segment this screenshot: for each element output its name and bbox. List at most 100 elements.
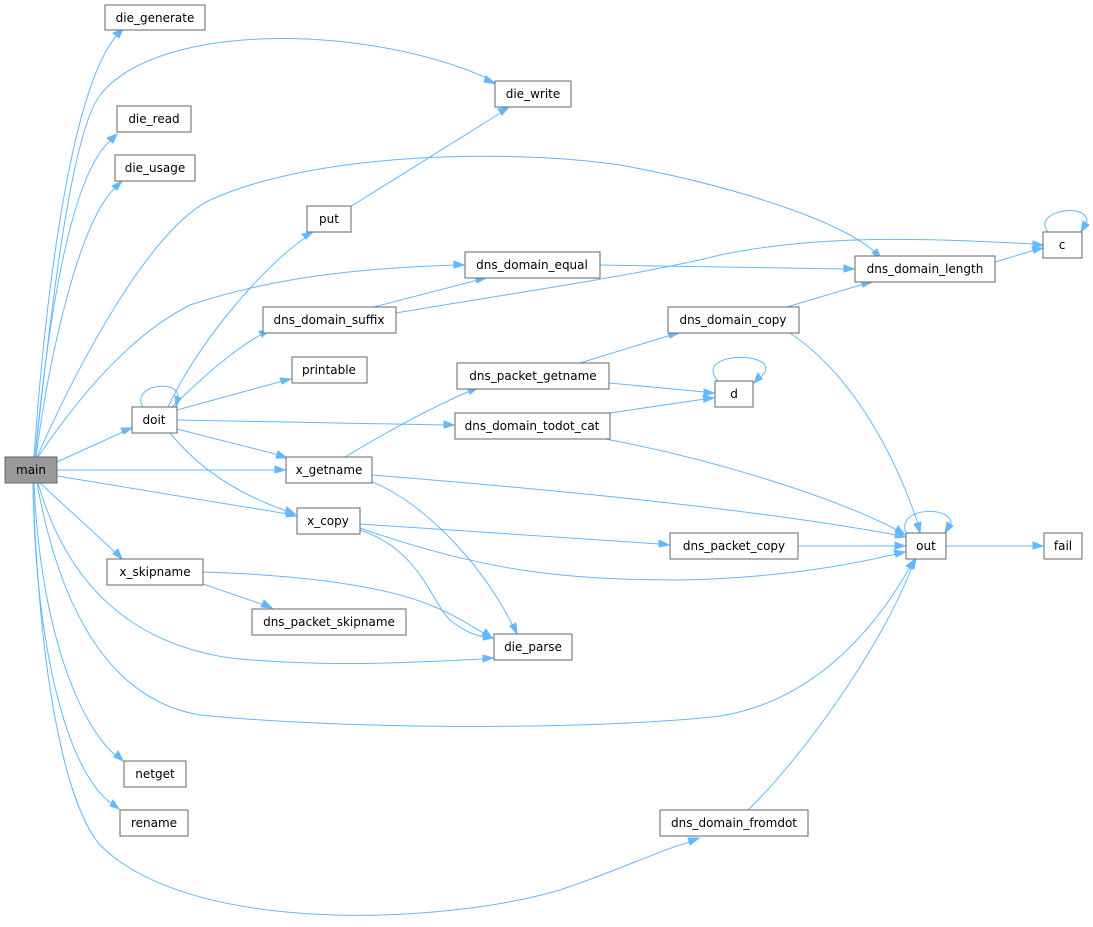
arrowhead	[497, 106, 511, 116]
edge-main-dns_domain_equal	[37, 264, 456, 458]
node-doit[interactable]: doit	[131, 406, 178, 434]
svg-text:dns_domain_copy: dns_domain_copy	[679, 313, 786, 327]
node-dns_domain_todot_cat[interactable]: dns_domain_todot_cat	[454, 412, 611, 440]
node-c[interactable]: c	[1042, 231, 1083, 259]
svg-text:doit: doit	[143, 413, 166, 427]
arrowhead	[1032, 240, 1045, 249]
edge-dns_domain_todot_cat-d	[609, 398, 706, 414]
edge-doit-x_getname	[176, 428, 280, 456]
node-die_usage[interactable]: die_usage	[114, 154, 196, 182]
arrowhead	[483, 75, 498, 85]
svg-text:printable: printable	[302, 363, 356, 377]
edge-main-doit	[56, 430, 126, 463]
svg-text:die_usage: die_usage	[125, 161, 186, 175]
node-x_getname[interactable]: x_getname	[285, 456, 373, 484]
arrowhead	[260, 599, 274, 609]
arrowhead	[894, 530, 907, 539]
arrowhead	[279, 377, 293, 385]
edges	[32, 28, 1090, 916]
edge-doit-dns_domain_suffix	[171, 333, 263, 408]
node-d[interactable]: d	[714, 380, 754, 408]
node-die_generate[interactable]: die_generate	[104, 4, 206, 31]
node-dns_domain_equal[interactable]: dns_domain_equal	[464, 251, 601, 279]
node-dns_domain_copy[interactable]: dns_domain_copy	[667, 306, 800, 334]
node-die_parse[interactable]: die_parse	[493, 633, 573, 661]
arrowhead	[274, 465, 287, 474]
arrowhead	[687, 837, 701, 846]
nodes: main die_generate die_write die_read die…	[4, 4, 1083, 837]
arrowhead	[284, 506, 297, 515]
node-dns_domain_fromdot[interactable]: dns_domain_fromdot	[659, 809, 809, 837]
edge-dns_domain_copy-out	[789, 332, 919, 525]
edge-x_copy-out	[359, 527, 897, 581]
node-fail[interactable]: fail	[1043, 532, 1083, 560]
node-netget[interactable]: netget	[123, 760, 187, 788]
arrowhead	[1031, 246, 1045, 254]
edge-dns_domain_equal-dns_domain_length	[599, 264, 846, 270]
svg-text:dns_packet_skipname: dns_packet_skipname	[263, 615, 395, 629]
svg-text:dns_domain_length: dns_domain_length	[867, 262, 984, 276]
node-main[interactable]: main	[4, 456, 58, 484]
arrowhead	[1080, 220, 1090, 234]
arrowhead	[893, 549, 907, 558]
node-printable[interactable]: printable	[291, 356, 368, 384]
svg-text:put: put	[319, 212, 339, 226]
node-out[interactable]: out	[905, 532, 947, 560]
arrowhead	[275, 450, 289, 459]
node-dns_packet_copy[interactable]: dns_packet_copy	[669, 532, 799, 560]
edge-x_skipname-dns_packet_skipname	[199, 582, 265, 606]
edge-x_getname-out	[371, 474, 897, 536]
edge-c-c	[1044, 210, 1088, 233]
node-dns_domain_suffix[interactable]: dns_domain_suffix	[262, 306, 397, 334]
node-put[interactable]: put	[306, 205, 352, 233]
svg-text:d: d	[730, 387, 738, 401]
edge-put-die_write	[349, 111, 503, 208]
node-rename[interactable]: rename	[119, 809, 189, 837]
svg-text:die_read: die_read	[128, 112, 179, 126]
edge-dns_domain_length-c	[994, 249, 1036, 263]
svg-text:dns_domain_equal: dns_domain_equal	[476, 258, 588, 272]
edge-dns_domain_suffix-dns_domain_equal	[369, 279, 479, 309]
node-x_skipname[interactable]: x_skipname	[106, 558, 204, 586]
arrowhead	[120, 427, 134, 435]
edge-main-die_generate	[33, 34, 118, 458]
edge-main-netget	[33, 482, 117, 757]
arrowhead	[111, 179, 124, 191]
node-die_read[interactable]: die_read	[116, 105, 192, 133]
arrowhead	[301, 231, 315, 240]
edge-dns_domain_todot_cat-out	[599, 437, 898, 531]
edge-main-rename	[32, 482, 113, 805]
arrowhead	[481, 628, 494, 639]
edge-dns_domain_fromdot-out	[747, 566, 913, 811]
svg-text:dns_domain_suffix: dns_domain_suffix	[274, 313, 385, 327]
edge-x_getname-die_parse	[369, 480, 514, 627]
node-dns_domain_length[interactable]: dns_domain_length	[854, 255, 996, 283]
edge-main-die_write	[34, 38, 490, 458]
arrowhead	[703, 388, 716, 397]
node-x_copy[interactable]: x_copy	[296, 507, 361, 535]
arrowhead	[109, 799, 121, 810]
node-dns_packet_getname[interactable]: dns_packet_getname	[456, 362, 610, 390]
arrowhead	[753, 371, 763, 385]
arrowhead	[106, 133, 118, 144]
svg-text:die_write: die_write	[506, 87, 561, 101]
svg-text:netget: netget	[135, 767, 175, 781]
edge-x_skipname-die_parse	[202, 571, 486, 635]
svg-text:x_getname: x_getname	[296, 463, 363, 477]
arrowhead	[702, 394, 716, 403]
svg-text:main: main	[16, 463, 46, 477]
svg-text:dns_packet_getname: dns_packet_getname	[469, 369, 596, 383]
node-dns_packet_skipname[interactable]: dns_packet_skipname	[251, 608, 407, 636]
edge-main-die_parse	[37, 482, 485, 665]
node-die_write[interactable]: die_write	[494, 80, 572, 108]
edge-d-d	[712, 356, 767, 382]
edge-doit-printable	[176, 380, 284, 411]
arrowhead	[843, 264, 856, 273]
arrowhead	[113, 750, 125, 763]
arrowhead	[1032, 541, 1045, 550]
arrowhead	[443, 420, 456, 429]
edge-x_copy-die_parse	[359, 529, 485, 638]
edge-main-dns_domain_length	[36, 155, 877, 458]
svg-text:die_parse: die_parse	[504, 640, 562, 654]
